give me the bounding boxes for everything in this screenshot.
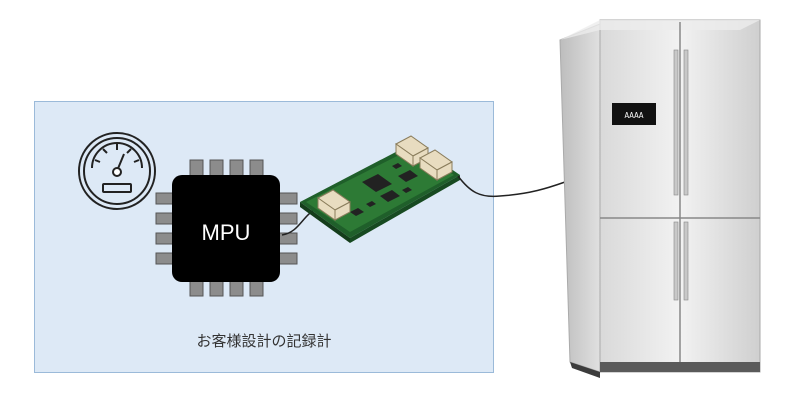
board-components <box>350 163 418 216</box>
fridge-display-text: AAAA <box>624 111 643 120</box>
chip-pins-top <box>189 159 264 177</box>
refrigerator-icon: AAAA <box>559 19 761 378</box>
chip-pins-bottom <box>189 279 264 297</box>
chip-body <box>172 175 280 282</box>
left-drawer-handle <box>673 221 679 301</box>
mpu-chip-icon: MPU <box>155 159 298 297</box>
right-door-handle <box>683 49 689 196</box>
left-door-handle <box>673 49 679 196</box>
circuit-board-icon <box>300 135 460 243</box>
chip-pins-right <box>278 192 298 265</box>
right-drawer-handle <box>683 221 689 301</box>
chip-pins-left <box>155 192 175 265</box>
board-to-fridge-cable <box>457 175 566 198</box>
chip-label: MPU <box>202 220 251 245</box>
gauge-icon <box>78 132 156 210</box>
fridge-display <box>612 103 656 125</box>
panel-caption: お客様設計の記録計 <box>196 332 332 350</box>
